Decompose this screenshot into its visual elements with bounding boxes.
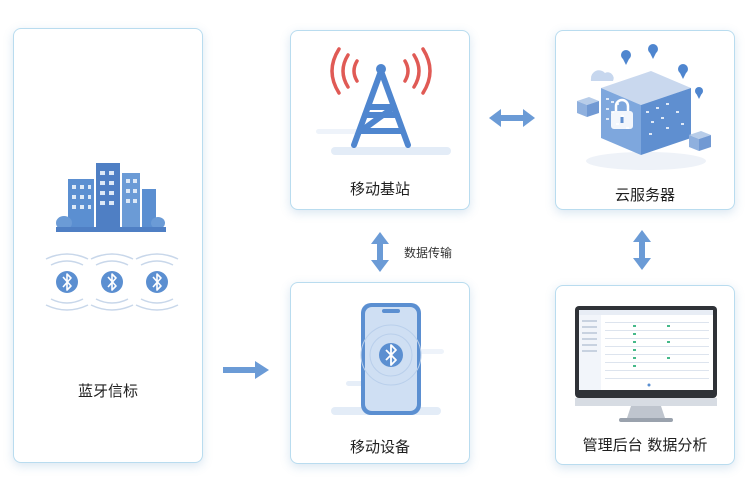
backend-card: 管理后台 数据分析 [555, 285, 735, 465]
transfer-label: 数据传输 [404, 246, 453, 260]
phone-bluetooth-icon [331, 303, 444, 415]
device-base-station-arrow [371, 232, 389, 272]
cloud-card: 云服务器 [555, 30, 735, 210]
device-card: 移动设备 [290, 282, 470, 464]
base-station-card: 移动基站 [290, 30, 470, 210]
beacon-label: 蓝牙信标 [77, 382, 138, 400]
base-station-label: 移动基站 [349, 180, 410, 198]
beacon-to-device-arrow [223, 361, 269, 379]
backend-label: 管理后台 数据分析 [582, 436, 708, 454]
cloud-backend-arrow [633, 230, 651, 270]
server-icon [577, 44, 711, 170]
cloud-label: 云服务器 [614, 186, 675, 204]
beacon-card: 蓝牙信标 [13, 28, 203, 463]
signal-tower-icon [316, 47, 451, 155]
monitor-icon [575, 306, 717, 422]
bluetooth-icon [45, 253, 179, 311]
device-label: 移动设备 [349, 438, 410, 456]
city-buildings-icon [56, 163, 166, 232]
base-station-cloud-arrow [489, 109, 535, 127]
